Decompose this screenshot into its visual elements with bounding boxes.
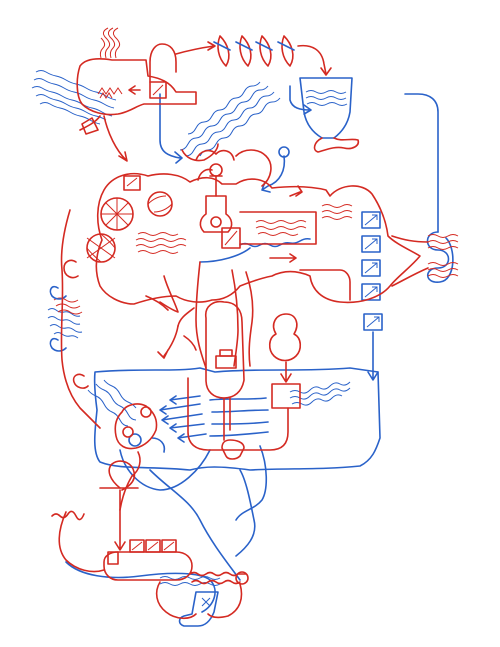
central-valve-tower bbox=[199, 195, 233, 233]
seed-pod-row bbox=[213, 35, 295, 67]
central-pipe-1 bbox=[195, 261, 207, 369]
blue-lower-pipe-2 bbox=[149, 469, 241, 581]
top-center-sprouts bbox=[195, 149, 235, 181]
right-red-coil-lines bbox=[427, 234, 459, 278]
blue-lower-pipe-1 bbox=[119, 449, 211, 491]
tank-drain-cup bbox=[221, 439, 245, 460]
top-left-furnace bbox=[76, 58, 197, 116]
right-blue-pipe bbox=[404, 93, 439, 233]
blue-lower-pipe-3 bbox=[235, 445, 268, 521]
blue-wave-pipe bbox=[239, 237, 311, 248]
arrow-box-5 bbox=[363, 313, 383, 331]
blue-pipe-valve bbox=[159, 93, 183, 164]
blue-wave-stream-center bbox=[179, 81, 281, 157]
blue-ink-layer bbox=[31, 70, 454, 627]
blue-bottom-loop bbox=[65, 561, 216, 613]
blue-valve-knob bbox=[278, 146, 290, 158]
arrow-box-3 bbox=[361, 259, 381, 277]
central-pot bbox=[204, 300, 245, 399]
water-waves-in-vessel bbox=[305, 90, 348, 106]
blue-wave-bottom bbox=[159, 576, 221, 586]
blue-wave-stream-right bbox=[289, 381, 351, 406]
chimney-cap bbox=[149, 43, 177, 83]
branching-pipes bbox=[145, 275, 197, 359]
main-machine-body bbox=[95, 172, 421, 305]
blue-tank-outline bbox=[93, 367, 381, 471]
left-vertical-pipe bbox=[60, 209, 101, 429]
gourd-box bbox=[271, 383, 301, 409]
lower-left-gear-machine bbox=[114, 403, 158, 450]
blue-cup bbox=[178, 591, 219, 627]
furnace-flames bbox=[97, 87, 123, 99]
lower-coil-pipe bbox=[189, 571, 247, 577]
vessel-spout bbox=[313, 137, 360, 153]
right-cylinder-top bbox=[235, 149, 272, 187]
red-flame-leaf bbox=[81, 117, 99, 135]
blue-arrow-box-column bbox=[361, 211, 383, 381]
lower-box-row bbox=[107, 539, 177, 565]
gear-cluster-left bbox=[86, 191, 173, 263]
gear-box-small bbox=[123, 175, 141, 191]
red-funnel-down bbox=[108, 460, 136, 491]
arrow-box-4 bbox=[361, 283, 381, 301]
blue-flow-arrows bbox=[159, 395, 269, 443]
left-spiral-column bbox=[49, 259, 89, 389]
central-pipe-3 bbox=[245, 271, 254, 367]
lower-wheel bbox=[235, 571, 249, 585]
center-arrow-box bbox=[221, 227, 241, 249]
right-blue-coil bbox=[426, 231, 454, 283]
pot-lid bbox=[215, 355, 237, 369]
arrow-box-2 bbox=[361, 235, 381, 253]
blue-gear-dot bbox=[128, 433, 142, 447]
central-pipe-2 bbox=[231, 269, 239, 367]
blue-wave-stream-upper-left bbox=[31, 70, 117, 125]
furnace-arrow-box bbox=[149, 81, 167, 99]
arrow-box-1 bbox=[361, 211, 381, 229]
lower-red-loop bbox=[58, 511, 105, 573]
top-arrow-pipe bbox=[175, 41, 216, 55]
gourd-vessel bbox=[268, 313, 302, 362]
red-ink-layer bbox=[49, 27, 459, 620]
blue-wave-stream-left bbox=[47, 308, 137, 427]
chimney-smoke bbox=[99, 27, 121, 59]
right-chamber bbox=[239, 211, 317, 245]
heat-wave-lines bbox=[135, 204, 353, 254]
tank-red-pipe-1 bbox=[187, 377, 289, 451]
